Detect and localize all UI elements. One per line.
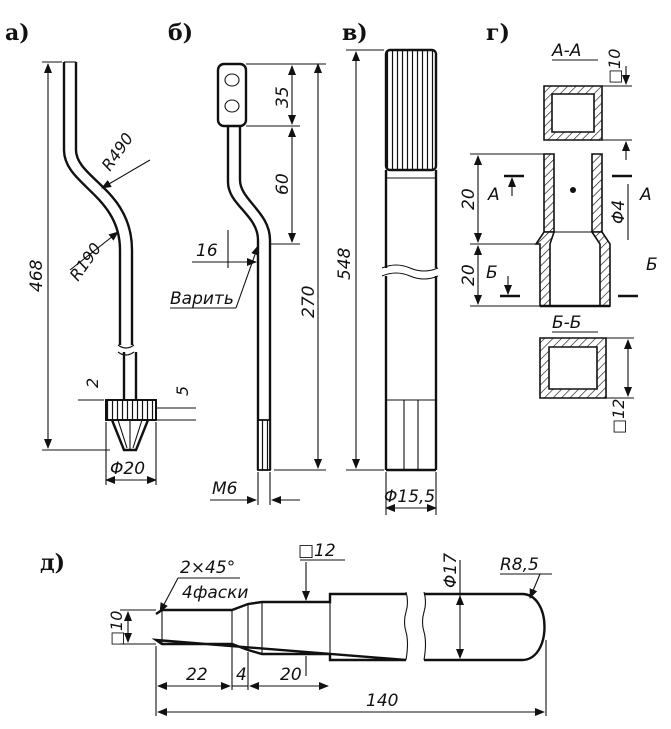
view-a-knurl-head <box>105 399 157 421</box>
view-g-tube-right-wall-top <box>591 153 603 233</box>
view-d-dia17: Φ17 <box>441 553 461 588</box>
view-b-dim-16: 16 <box>196 241 218 261</box>
view-v: в) 548 Φ15,5 <box>335 20 439 515</box>
view-d-radius: R8,5 <box>500 555 539 575</box>
view-g-label: г) <box>486 20 510 46</box>
view-g-tube-left-wall-bot <box>534 231 556 307</box>
view-g-cut-b-left: Б <box>486 263 498 283</box>
view-d-chamfer-1: 2×45° <box>180 558 235 578</box>
view-d-sq12: □12 <box>298 541 336 561</box>
view-b-stem <box>226 126 272 470</box>
view-b-dim-35: 35 <box>273 86 293 108</box>
view-g-dim20-top: 20 <box>459 188 479 210</box>
view-b: б) 35 60 270 16 Варить М6 <box>168 20 326 505</box>
view-d-dim140: 140 <box>366 691 398 711</box>
view-d-dim20: 20 <box>280 665 302 685</box>
view-d: д) 2×45° 4фаски □12 Φ17 R8,5 □10 <box>40 541 552 716</box>
view-v-diameter: Φ15,5 <box>384 487 435 507</box>
view-d-label: д) <box>40 550 65 576</box>
view-v-knurled-handle <box>384 48 438 172</box>
view-g-cut-a-right: А <box>639 185 652 205</box>
view-d-dim22: 22 <box>186 665 208 685</box>
view-g-section-bb-title: Б-Б <box>552 313 581 333</box>
view-g-section-aa-title: А-А <box>551 41 581 61</box>
view-b-label: б) <box>168 20 193 46</box>
view-v-label: в) <box>342 20 368 46</box>
view-a: а) 468 R490 R190 2 5 Φ20 <box>5 20 196 485</box>
view-a-dim-2: 2 <box>83 378 102 388</box>
view-b-dim-270: 270 <box>299 286 319 318</box>
view-b-plate <box>216 62 248 128</box>
view-a-length-dim: 468 <box>27 259 47 292</box>
view-g: г) А-А □10 Φ4 20 20 А А <box>459 20 658 434</box>
view-d-chamfer-2: 4фаски <box>182 583 248 603</box>
view-a-diameter: Φ20 <box>110 459 145 479</box>
view-g-dim20-bot: 20 <box>459 264 479 286</box>
view-g-cut-a-left: А <box>487 185 500 205</box>
view-g-sq10: □10 <box>605 49 624 84</box>
view-g-section-bb <box>539 337 607 399</box>
view-g-section-aa <box>543 85 603 141</box>
view-d-sq10: □10 <box>107 611 126 646</box>
view-a-radius-lower: R190 <box>66 239 105 284</box>
view-v-length-dim: 548 <box>335 247 355 280</box>
view-g-hole: Φ4 <box>609 200 629 224</box>
view-a-radius-upper: R490 <box>98 129 137 174</box>
view-g-cut-b-right: Б <box>646 255 658 275</box>
view-d-part-outline <box>151 592 546 662</box>
view-g-tube-right-wall-bot <box>590 231 611 307</box>
view-a-rod <box>62 62 134 345</box>
view-a-label: а) <box>5 20 30 46</box>
view-b-thread: М6 <box>212 479 238 499</box>
view-a-dim-5: 5 <box>173 386 192 396</box>
view-b-weld-note: Варить <box>170 289 234 309</box>
view-b-dim-60: 60 <box>273 173 293 195</box>
view-g-tube-left-wall-top <box>543 153 555 233</box>
view-d-dim4: 4 <box>236 665 247 685</box>
view-g-sq12: □12 <box>609 399 628 434</box>
